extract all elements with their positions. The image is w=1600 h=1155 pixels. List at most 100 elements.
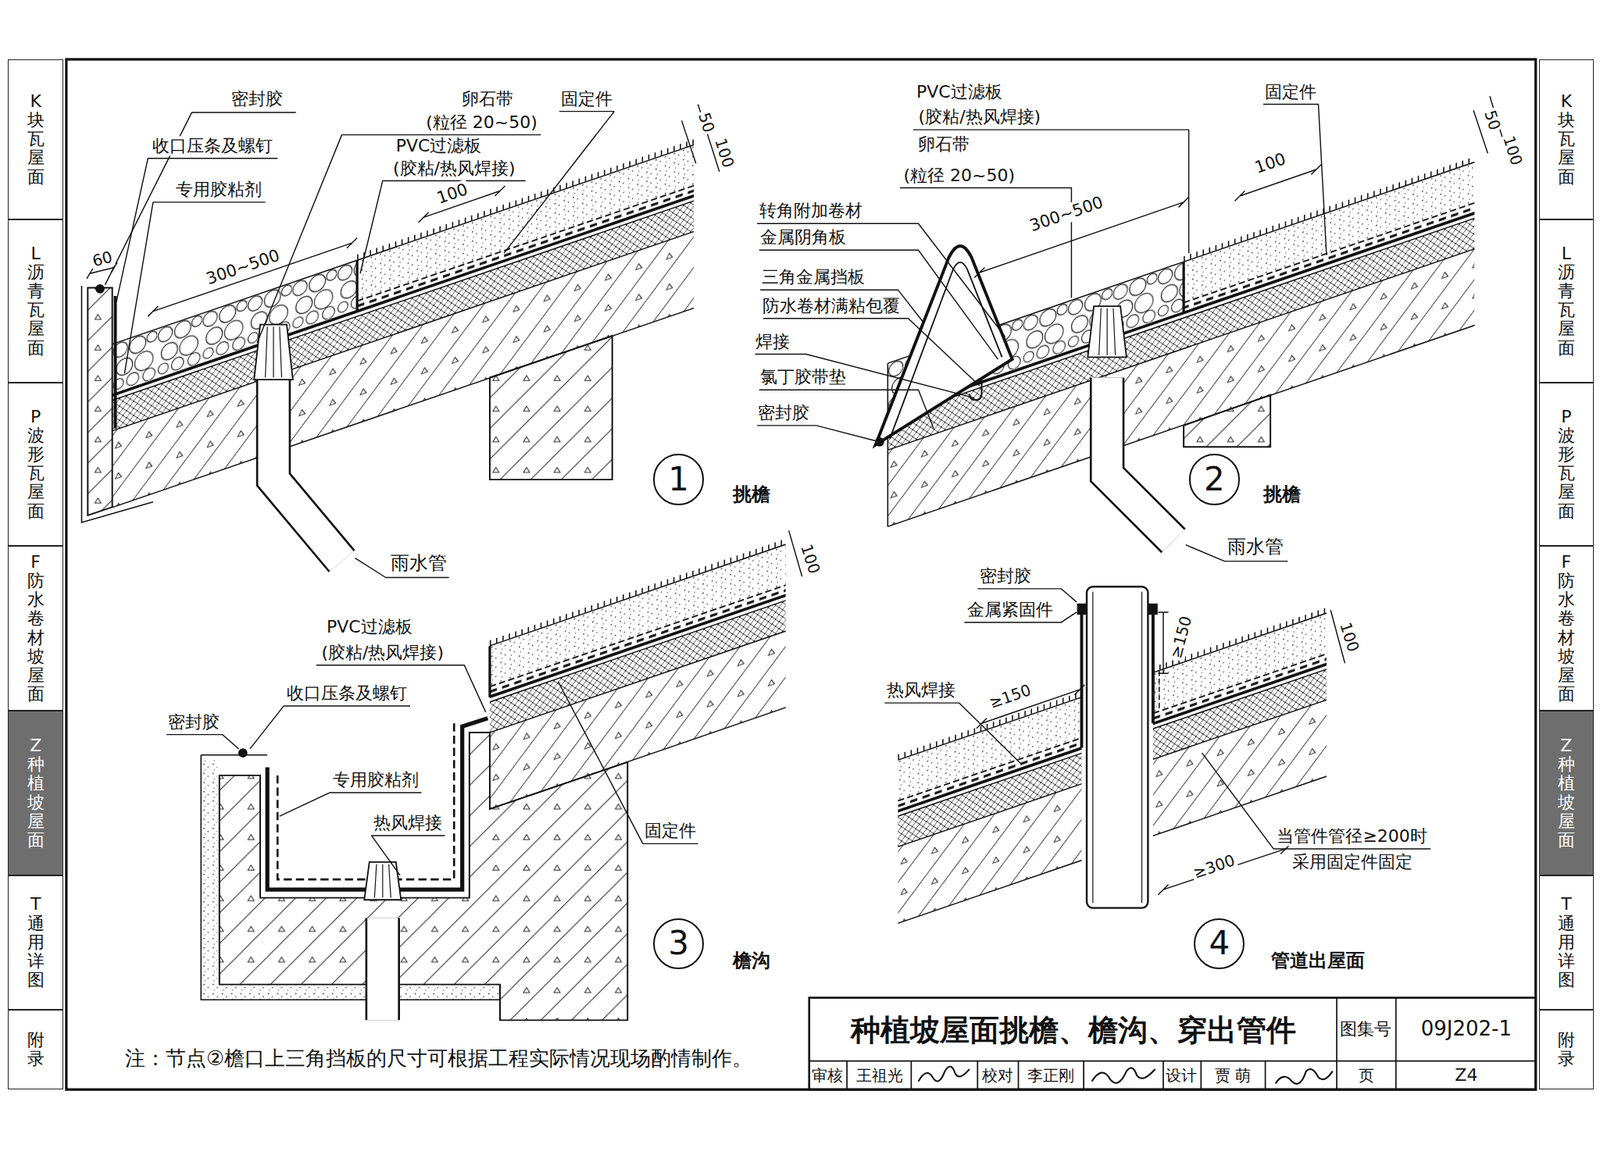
tab-text: Z种植坡屋面: [1557, 736, 1575, 850]
title-block-cell: 设计: [1164, 1066, 1199, 1085]
detail-4-leaders: [884, 589, 1431, 896]
drawing-part: [253, 325, 293, 381]
drawing-part: [488, 646, 491, 697]
detail-heading: 挑檐: [1261, 482, 1303, 508]
drawing-part: [1092, 592, 1143, 904]
detail-1-dimensions: [86, 103, 720, 317]
side-index-tab: K块瓦屋面: [7, 59, 64, 220]
drawing-part: [365, 918, 400, 1022]
drawing-part: [277, 720, 454, 880]
drawing-part: [757, 223, 1005, 337]
drawing-part: [489, 335, 613, 480]
drawing-part: [503, 111, 615, 254]
detail-number: 4: [1208, 927, 1230, 961]
side-index-tab: T通用详图: [7, 875, 64, 1011]
callout-label: 100: [710, 134, 739, 172]
drawing-part: [489, 544, 786, 810]
callout-label: (胶粘/热风焊接): [917, 107, 1043, 128]
side-index-tab: Z种植坡屋面: [1539, 710, 1595, 875]
drawing-part: [355, 260, 358, 311]
detail-number: 2: [1203, 463, 1225, 497]
callout-label: ≥300: [1189, 851, 1240, 884]
drawing-part: [257, 135, 541, 343]
drawing-part: [239, 749, 247, 758]
callout-label: 热风焊接: [371, 813, 444, 833]
drawing-part: [112, 231, 694, 508]
callout-label: 100: [1498, 132, 1526, 170]
callout-label: 雨水管: [389, 553, 449, 575]
drawing-part: [1183, 159, 1475, 260]
title-block-cell: 图集号: [1338, 1019, 1393, 1040]
drawing-part: [1158, 671, 1161, 712]
detail-number-circle: 4管道出屋面: [1193, 918, 1245, 970]
side-index-tab: K块瓦屋面: [1539, 59, 1595, 220]
drawing-part: [913, 129, 1190, 254]
side-index-tab: P波形瓦屋面: [1539, 382, 1595, 547]
drawing-part: [1077, 603, 1086, 615]
title-block-cell: 09J202-1: [1419, 1017, 1514, 1042]
drawing-part: [367, 918, 398, 1022]
drawing-part: [757, 425, 876, 442]
callout-label: 300~500: [1025, 192, 1108, 236]
detail-heading: 管道出屋面: [1269, 948, 1367, 974]
tab-text: T通用详图: [1557, 895, 1575, 990]
title-block-cell: 审核: [810, 1066, 845, 1085]
callout-label: 金属阴角板: [758, 228, 848, 248]
detail-number: 1: [667, 463, 690, 497]
drawing-part: [900, 188, 1072, 299]
note-text: 注：节点②檐口上三角挡板的尺寸可根据工程实际情况现场酌情制作。: [123, 1047, 754, 1072]
detail-4-roof-stack-right: [1153, 610, 1327, 836]
drawing-part: [166, 735, 240, 750]
detail-3-roof-stack: [489, 541, 786, 810]
drawing-part: [1183, 203, 1475, 304]
drawing-part: [887, 249, 1475, 528]
callout-label: 固定件: [559, 89, 615, 109]
detail-heading: 檐沟: [731, 948, 772, 974]
drawing-part: [1153, 610, 1327, 670]
drawing-part: [112, 144, 694, 508]
callout-label: 密封胶: [166, 712, 222, 733]
drawing-part: [273, 379, 343, 561]
drawing-part: [357, 142, 694, 258]
drawing-part: [114, 296, 118, 429]
callout-label: (粒径 20~50): [424, 112, 540, 133]
callout-label: 焊接: [753, 332, 792, 352]
drawing-part: [1183, 395, 1271, 448]
drawing-part: [1182, 261, 1185, 313]
drawing-part: [755, 353, 975, 398]
callout-label: 热风焊接: [885, 681, 958, 701]
callout-label: 密封胶: [756, 403, 811, 423]
detail-number-circle: 1挑檐: [653, 453, 704, 505]
drawing-part: [897, 738, 1082, 802]
tab-text: 附录: [1557, 1031, 1575, 1069]
detail-1-leaders: [105, 111, 615, 579]
callout-label: 50: [693, 108, 718, 136]
tab-text: P波形瓦屋面: [1557, 407, 1575, 522]
callout-label: 100: [1335, 619, 1363, 657]
drawing-part: [66, 59, 1536, 1090]
detail-4-roof-stack-left: [897, 694, 1082, 925]
title-block-cell: 李正刚: [1025, 1066, 1076, 1085]
drawing-part: [489, 585, 786, 687]
tab-text: Z种植坡屋面: [27, 736, 45, 850]
detail-2-eave: [875, 246, 1271, 541]
drawing-part: [1157, 843, 1291, 895]
drawing-part: [897, 697, 1082, 925]
callout-label: 防水卷材满粘包覆: [760, 296, 902, 316]
tab-text: T通用详图: [27, 895, 45, 990]
callout-label: 收口压条及螺钉: [150, 135, 275, 156]
callout-label: PVC过滤板: [394, 135, 484, 156]
drawing-part: [1107, 378, 1174, 542]
side-index-tab: L沥青瓦屋面: [1539, 219, 1595, 383]
side-index-tab: T通用详图: [1539, 875, 1595, 1011]
drawing-part: [1263, 103, 1327, 255]
callout-label: 卵石带: [916, 135, 972, 155]
callout-label: 300~500: [202, 245, 284, 290]
callout-label: 专用胶粘剂: [174, 179, 264, 200]
tab-text: P波形瓦屋面: [27, 407, 45, 522]
drawing-part: [897, 784, 1082, 925]
detail-number-circle: 2挑檐: [1189, 453, 1240, 505]
callout-label: PVC过滤板: [914, 82, 1004, 102]
drawing-part: [1099, 308, 1116, 356]
